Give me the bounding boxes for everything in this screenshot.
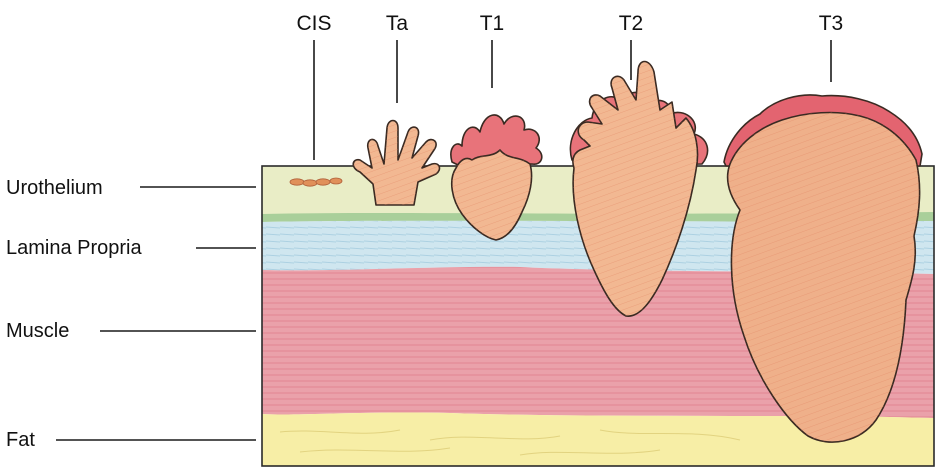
- layer-label-muscle: Muscle: [6, 320, 69, 342]
- layer-label-fat: Fat: [6, 429, 35, 451]
- stage-label-t1: T1: [480, 12, 505, 35]
- stage-label-cis: CIS: [296, 12, 331, 35]
- stage-label-t2: T2: [619, 12, 644, 35]
- layer-label-lamina-propria: Lamina Propria: [6, 237, 143, 259]
- layer-labels: Urothelium Lamina Propria Muscle Fat: [6, 177, 256, 451]
- stage-label-ta: Ta: [386, 12, 409, 35]
- layer-label-urothelium: Urothelium: [6, 177, 103, 199]
- stage-label-t3: T3: [819, 12, 844, 35]
